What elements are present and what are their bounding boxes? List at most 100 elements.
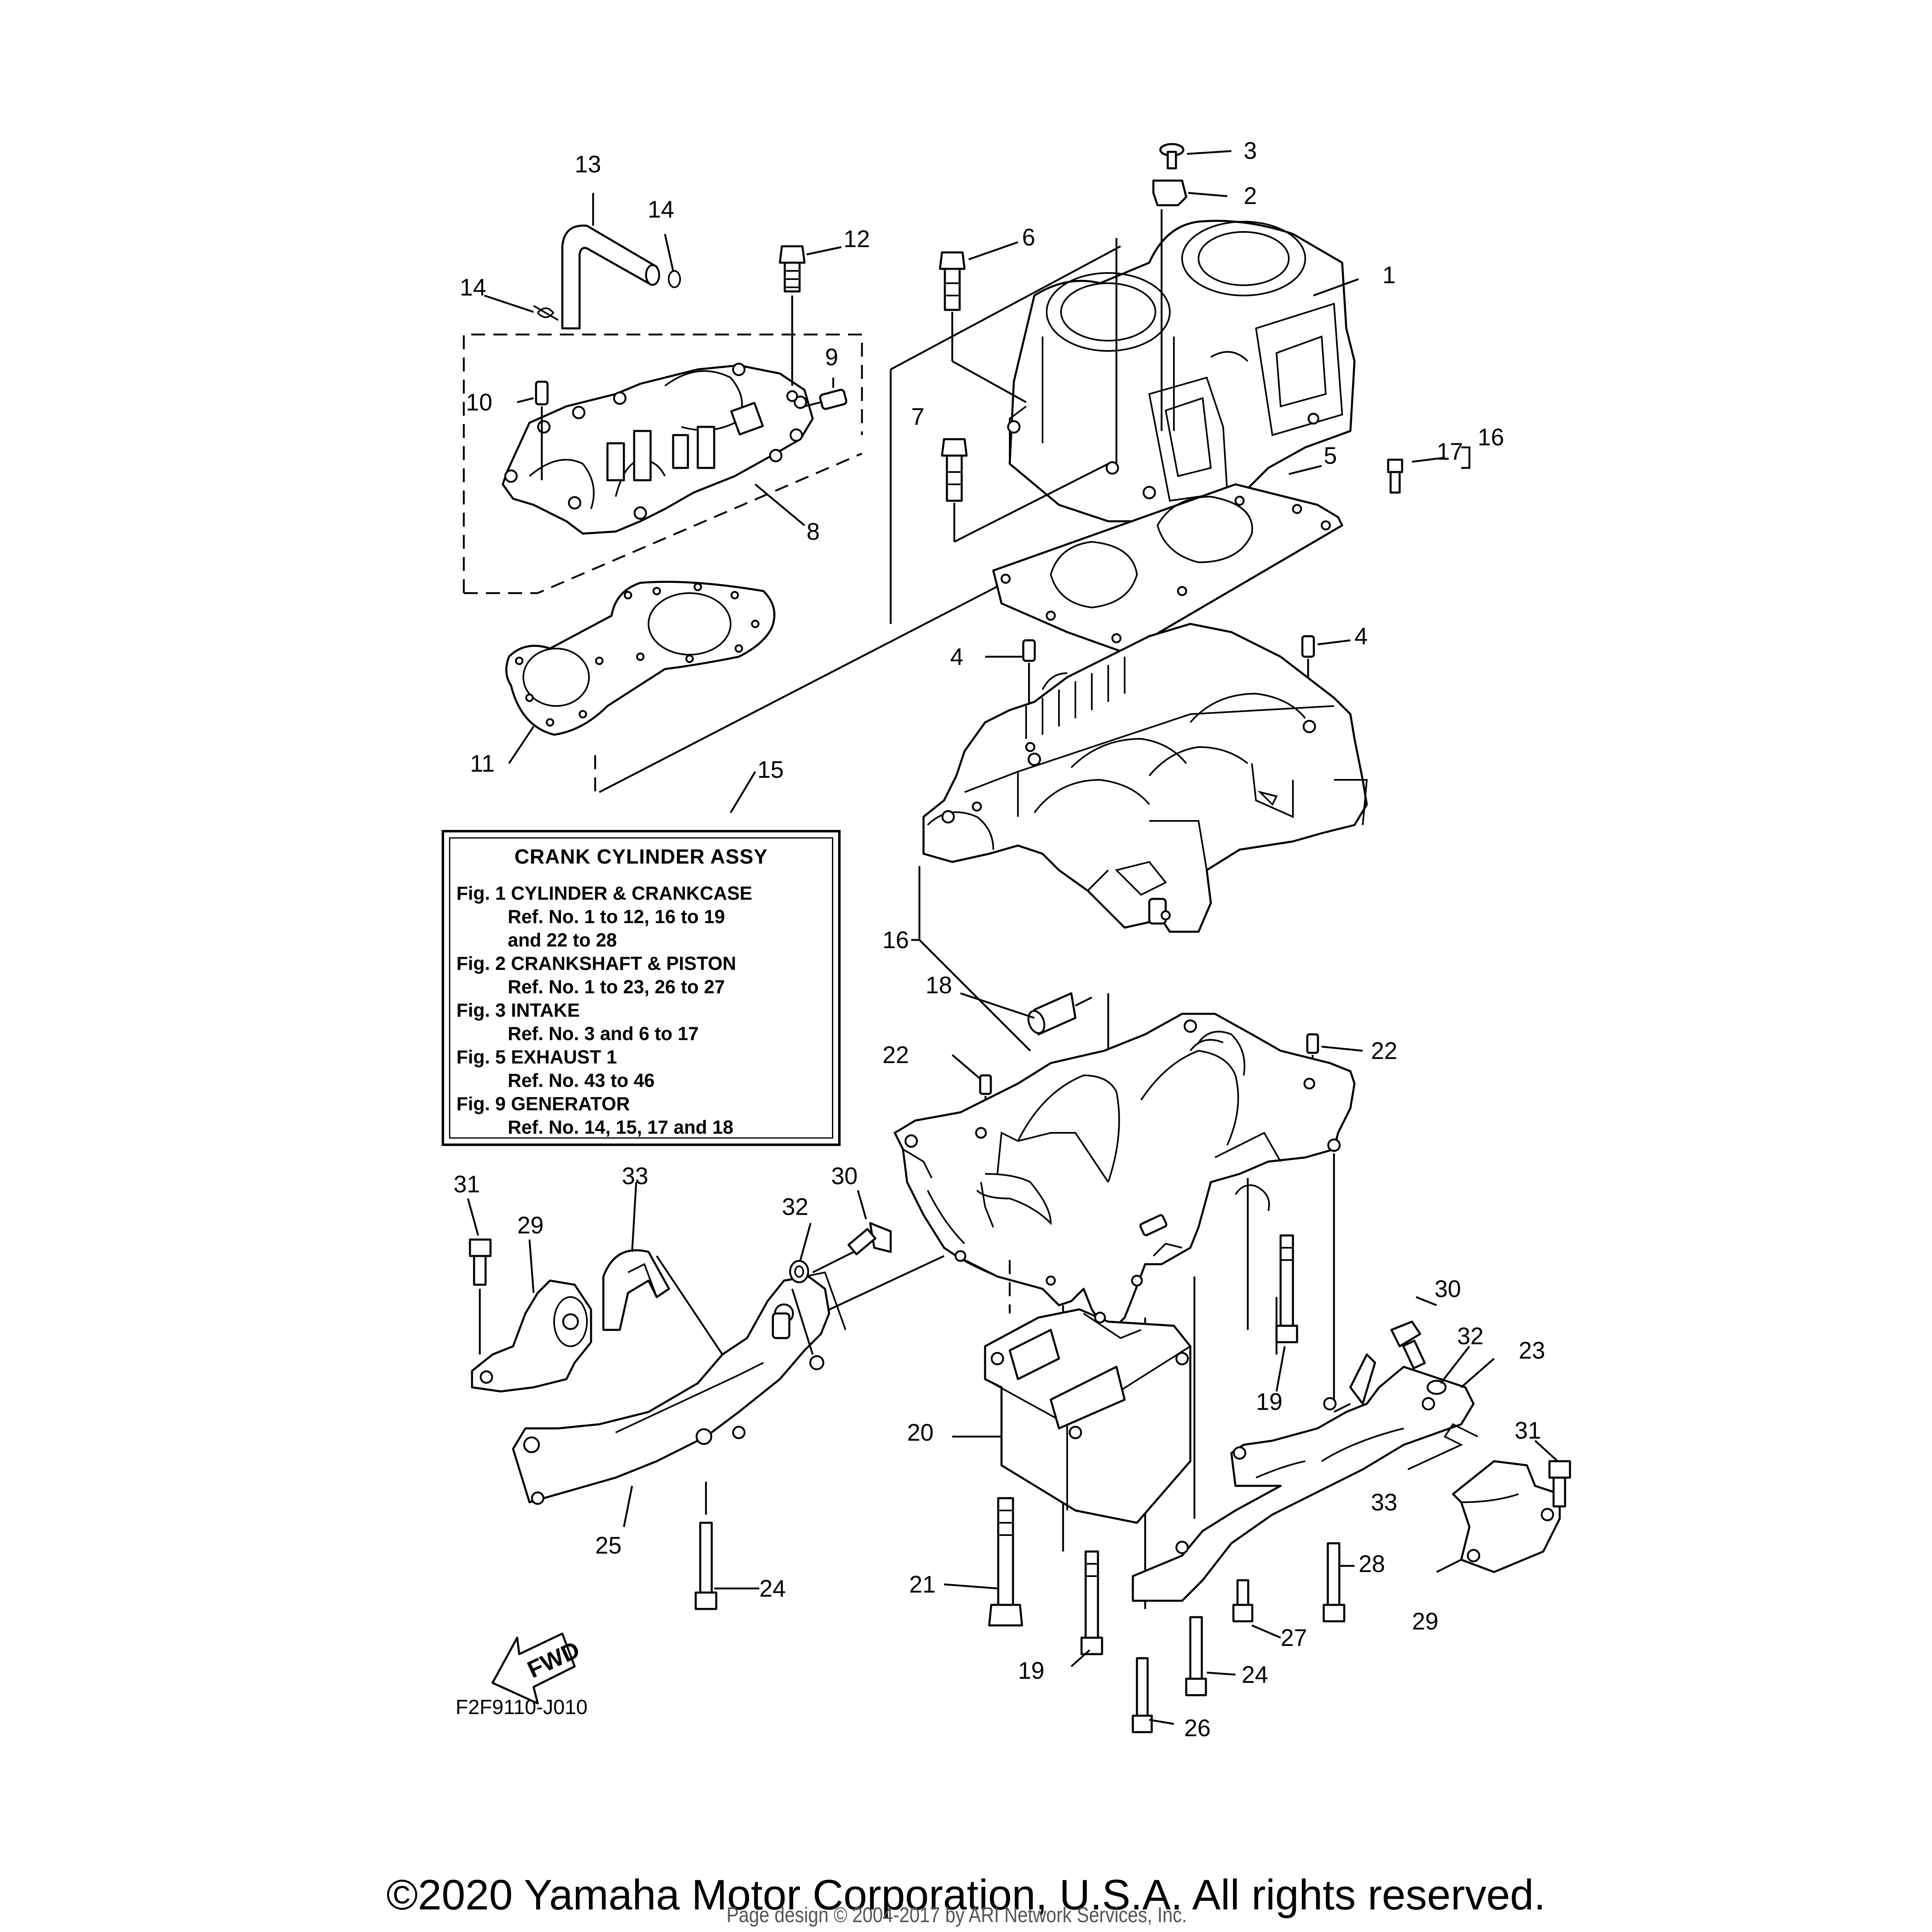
part-30-bolt-right xyxy=(1390,1320,1426,1370)
callout-14-upper: 14 xyxy=(648,196,674,223)
part-24-bolt-left xyxy=(694,1482,717,1610)
upper-crankcase xyxy=(922,623,1368,933)
part-5-gasket xyxy=(992,483,1343,654)
part-18-left-pin xyxy=(772,1312,791,1339)
part-6-bolt xyxy=(939,251,1027,403)
part-33-plate-left xyxy=(602,1249,723,1355)
callout-28: 28 xyxy=(1359,1551,1385,1577)
legend-ref-3a: Ref. No. 3 and 6 to 17 xyxy=(508,1023,699,1044)
part-19-bolt-upper xyxy=(1275,1234,1298,1343)
legend-ref-5a: Ref. No. 43 to 46 xyxy=(508,1070,655,1091)
part-3-screw xyxy=(1159,143,1185,170)
part-20-reed-block xyxy=(984,1308,1192,1524)
diagram-code: F2F9110-J010 xyxy=(456,1696,588,1719)
part-32-washer-right xyxy=(1426,1380,1447,1395)
callout-25: 25 xyxy=(595,1532,622,1559)
legend-inner-border xyxy=(449,837,833,1139)
part-12-bolt xyxy=(779,245,806,386)
callout-19-lower: 19 xyxy=(1018,1657,1045,1684)
part-28-bolt xyxy=(1322,1542,1345,1623)
part-23-bracket xyxy=(1132,1353,1475,1602)
callout-27: 27 xyxy=(1281,1625,1307,1651)
callout-31-left: 31 xyxy=(454,1171,480,1198)
part-29-mount-left xyxy=(471,1279,592,1393)
callout-24-right: 24 xyxy=(1242,1662,1268,1688)
page-design-credit: Page design © 2004-2017 by ARI Network S… xyxy=(727,1903,1187,1927)
callout-32-right: 32 xyxy=(1457,1323,1484,1350)
callout-29-right: 29 xyxy=(1412,1608,1439,1635)
callout-11: 11 xyxy=(470,750,495,777)
part-27-bolt xyxy=(1232,1579,1254,1623)
callout-9: 9 xyxy=(825,344,838,371)
part-11-gasket xyxy=(505,581,776,736)
callout-19-upper: 19 xyxy=(1256,1389,1283,1415)
callout-18: 18 xyxy=(926,972,952,999)
legend-ref-1b: and 22 to 28 xyxy=(508,929,617,951)
part-14-clip-upper xyxy=(668,270,681,288)
callout-30-left: 30 xyxy=(831,1163,858,1189)
part-14-clip-lower xyxy=(533,305,559,321)
callout-8: 8 xyxy=(807,518,820,545)
part-1-cylinder xyxy=(1007,220,1356,523)
callout-2: 2 xyxy=(1244,183,1257,209)
callout-12: 12 xyxy=(843,226,870,252)
callout-16: 16 xyxy=(882,927,909,953)
part-33-plate-right xyxy=(1407,1423,1478,1470)
callout-16-top: 16 xyxy=(1478,424,1504,451)
legend-box: CRANK CYLINDER ASSY Fig. 1 CYLINDER & CR… xyxy=(442,830,841,1146)
part-31-bolt-right xyxy=(1548,1460,1571,1508)
callout-10: 10 xyxy=(466,389,493,416)
legend-ref-9a: Ref. No. 14, 15, 17 and 18 xyxy=(508,1116,733,1138)
callout-21: 21 xyxy=(909,1571,936,1598)
part-21-bolt xyxy=(988,1497,1023,1627)
callout-29-left: 29 xyxy=(517,1212,544,1239)
part-30-bolt-left xyxy=(812,1222,892,1274)
part-32-washer-left xyxy=(789,1260,814,1355)
part-8-cover xyxy=(502,362,814,535)
part-9-pin xyxy=(804,389,848,410)
callout-33-left: 33 xyxy=(622,1163,649,1189)
callout-13: 13 xyxy=(575,151,601,178)
part-29-mount-right xyxy=(1452,1460,1561,1573)
legend-fig-2: Fig. 2 CRANKSHAFT & PISTON xyxy=(456,953,736,974)
part-17-pin xyxy=(1387,458,1403,494)
callout-22-right: 22 xyxy=(1371,1038,1398,1064)
part-2-clamp xyxy=(1152,179,1187,206)
callout-33-right: 33 xyxy=(1371,1489,1398,1516)
callout-4-right: 4 xyxy=(1354,623,1368,650)
part-19-bolt-lower xyxy=(1080,1550,1103,1655)
callout-4-left: 4 xyxy=(950,644,963,670)
legend-ref-1a: Ref. No. 1 to 12, 16 to 19 xyxy=(508,906,725,927)
legend-fig-9: Fig. 9 GENERATOR xyxy=(456,1093,630,1114)
legend-fig-5: Fig. 5 EXHAUST 1 xyxy=(456,1046,617,1068)
part-26-bolt xyxy=(1132,1657,1153,1733)
callout-15: 15 xyxy=(757,756,784,783)
part-10-pin xyxy=(535,380,549,480)
callout-17: 17 xyxy=(1437,438,1463,465)
callout-26: 26 xyxy=(1184,1715,1211,1742)
callout-6: 6 xyxy=(1022,224,1035,251)
legend-fig-1: Fig. 1 CYLINDER & CRANKCASE xyxy=(456,882,752,904)
part-7-bolt xyxy=(941,438,1109,543)
part-31-bolt-left xyxy=(469,1238,492,1354)
legend-entries: Fig. 1 CYLINDER & CRANKCASE Ref. No. 1 t… xyxy=(456,882,752,1139)
callout-20: 20 xyxy=(907,1419,934,1446)
legend-fig-3: Fig. 3 INTAKE xyxy=(456,999,580,1021)
callout-22-left: 22 xyxy=(882,1042,909,1068)
callout-3: 3 xyxy=(1244,138,1257,164)
legend-ref-2a: Ref. No. 1 to 23, 26 to 27 xyxy=(508,976,725,997)
fwd-arrow-icon: FWD xyxy=(491,1632,584,1705)
legend-title: CRANK CYLINDER ASSY xyxy=(514,845,768,868)
callout-14-lower: 14 xyxy=(460,274,486,301)
callout-1: 1 xyxy=(1382,262,1396,289)
callout-31-right: 31 xyxy=(1515,1417,1541,1444)
copyright-notice: ©2020 Yamaha Motor Corporation, U.S.A. A… xyxy=(386,1871,1546,1919)
lower-crankcase xyxy=(894,1013,1356,1335)
callout-30-right: 30 xyxy=(1435,1276,1461,1302)
callout-5: 5 xyxy=(1324,442,1337,469)
intake-cover-dashed-group xyxy=(463,333,863,594)
callout-23: 23 xyxy=(1519,1337,1545,1364)
part-24-bolt-right xyxy=(1185,1616,1207,1696)
callout-24-left: 24 xyxy=(759,1575,786,1602)
